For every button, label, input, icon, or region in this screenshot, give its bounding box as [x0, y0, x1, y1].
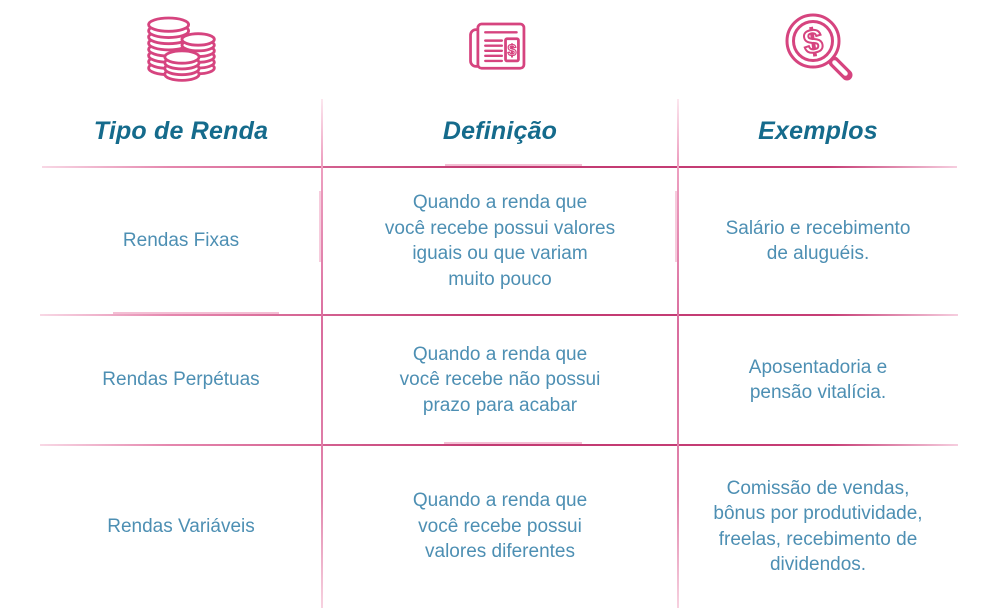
- column-header-definicao: Definição: [442, 116, 558, 145]
- row-separator-line: [40, 312, 958, 316]
- table-row-2-definicao: Quando a renda que você recebe não possu…: [399, 343, 601, 416]
- table-row-1-exemplos: Salário e recebimento de aluguéis.: [725, 217, 911, 265]
- dollar-sign-glyph: $: [508, 42, 517, 59]
- column-header-exemplos: Exemplos: [758, 116, 878, 145]
- table-row-3-tipo: Rendas Variáveis: [107, 515, 255, 537]
- income-types-table: $ $ Tipo de Renda Definição Exemplos Ren…: [40, 0, 958, 608]
- header-separator-line: [42, 164, 957, 168]
- table-row-3-definicao: Quando a renda que você recebe possui va…: [412, 490, 588, 563]
- magnifier-dollar-icon: $: [785, 13, 853, 80]
- coins-icon: [147, 16, 216, 82]
- column-header-tipo-de-renda: Tipo de Renda: [93, 116, 269, 145]
- icon-cell-exemplos: $: [678, 0, 958, 95]
- table-row-2-tipo: Rendas Perpétuas: [102, 369, 260, 391]
- table-row-1-tipo: Rendas Fixas: [122, 230, 240, 252]
- table-row-3-exemplos: Comissão de vendas, bônus por produtivid…: [713, 477, 923, 576]
- column-divider-line: [675, 99, 679, 608]
- table-row-2-exemplos: Aposentadoria e pensão vitalícia.: [748, 356, 888, 404]
- icon-cell-definicao: $: [322, 0, 678, 95]
- icon-cell-tipo: [40, 0, 322, 95]
- column-divider-line: [319, 99, 323, 608]
- row-separator-line: [40, 442, 958, 446]
- table-row-1-definicao: Quando a renda que você recebe possui va…: [384, 192, 616, 290]
- newspaper-dollar-icon: $: [469, 22, 526, 70]
